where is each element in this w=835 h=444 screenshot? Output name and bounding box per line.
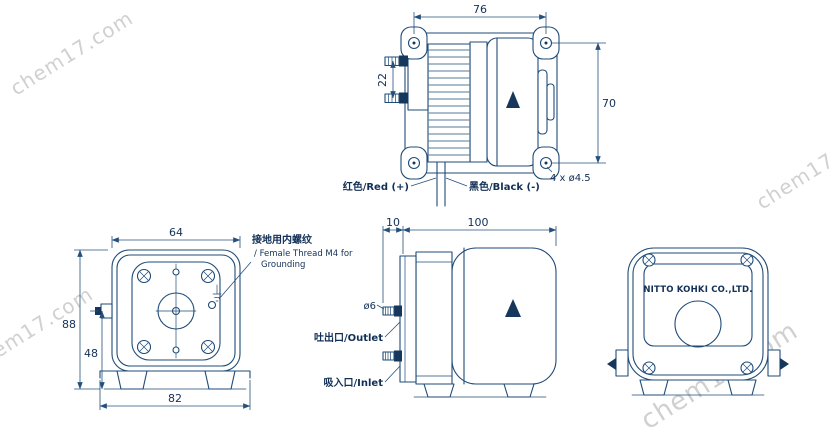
mounting-ears	[400, 26, 560, 180]
dim-76-label: 76	[473, 3, 487, 16]
port-diameter-callout: ø6	[364, 301, 385, 312]
dim-48: 48	[84, 310, 105, 390]
lead-wires	[436, 161, 446, 207]
side-pump-head	[415, 251, 453, 385]
dim-22-label: 22	[376, 73, 389, 87]
rear-feet	[631, 379, 765, 396]
brand-label: NITTO KOHKI CO.,LTD.	[643, 285, 752, 295]
dim-10-100: 10 100	[382, 216, 557, 303]
rear-body-outline	[627, 247, 769, 381]
polarity-triangle-icon	[505, 299, 521, 317]
front-center-details	[155, 263, 222, 359]
side-motor-housing	[451, 247, 557, 385]
fin-block	[427, 43, 471, 163]
dim-100-label: 100	[468, 216, 489, 229]
rear-boss-circle	[674, 300, 722, 348]
dim-76: 76	[413, 3, 547, 34]
side-view: 10 100 ø6 吐出口/Outlet 吸入口/Inlet	[314, 216, 557, 398]
top-view: 76 22 70 4 x ø4.5 红色/Red (+) 黑色/Black (-…	[343, 3, 616, 207]
black-wire-label: 黑色/Black (-)	[469, 180, 540, 193]
cooling-fins	[428, 49, 470, 156]
grounding-label-en2: Grounding	[261, 260, 305, 270]
front-view: 64 88 48 82 接地用内螺纹 / Female Thread M4 fo…	[62, 226, 353, 410]
side-inlet-nipple	[382, 350, 402, 362]
red-wire-label: 红色/Red (+)	[343, 180, 409, 193]
dim-10-label: 10	[386, 216, 400, 229]
grounding-callout: 接地用内螺纹 / Female Thread M4 for Grounding	[218, 233, 353, 300]
dim-88: 88	[62, 249, 108, 390]
grounding-label-en1: / Female Thread M4 for	[254, 249, 353, 259]
panel-screws	[136, 268, 216, 355]
front-foot	[116, 370, 148, 390]
port-diameter-label: ø6	[364, 301, 376, 312]
rear-screws	[642, 253, 754, 375]
ground-symbol-icon	[212, 284, 222, 302]
front-body-inner	[116, 254, 236, 367]
rear-body-inner	[632, 252, 764, 376]
dim-70-label: 70	[602, 97, 616, 110]
hole-callout-label: 4 x ø4.5	[550, 173, 591, 184]
hole-callout: 4 x ø4.5	[546, 166, 591, 184]
dim-88-label: 88	[62, 318, 76, 331]
side-outlet-nipple	[382, 305, 402, 317]
grounding-label-cn: 接地用内螺纹	[252, 233, 313, 246]
polarity-triangle-icon	[506, 91, 520, 108]
dim-64: 64	[111, 226, 241, 248]
wire-labels: 红色/Red (+) 黑色/Black (-)	[343, 177, 540, 193]
rear-bracket-tabs	[607, 349, 789, 377]
front-foot	[204, 370, 236, 390]
side-feet	[413, 383, 547, 398]
dim-70: 70	[552, 42, 616, 164]
inlet-label: 吸入口/Inlet	[324, 377, 384, 389]
dim-22: 22	[376, 60, 396, 99]
motor-end-boss	[546, 83, 555, 121]
side-front-plate	[399, 255, 417, 383]
grounding-hole	[207, 300, 217, 310]
dim-64-label: 64	[169, 226, 183, 239]
dim-48-label: 48	[84, 347, 98, 360]
motor-end-cap	[537, 69, 548, 135]
name-plate	[643, 263, 753, 347]
rear-view: NITTO KOHKI CO.,LTD.	[607, 247, 789, 396]
dim-82: 82	[99, 380, 251, 410]
pump-head	[469, 41, 488, 163]
outlet-label: 吐出口/Outlet	[314, 331, 383, 344]
front-panel	[131, 261, 221, 361]
dim-82-label: 82	[168, 392, 182, 405]
port-labels: 吐出口/Outlet 吸入口/Inlet	[314, 321, 401, 389]
